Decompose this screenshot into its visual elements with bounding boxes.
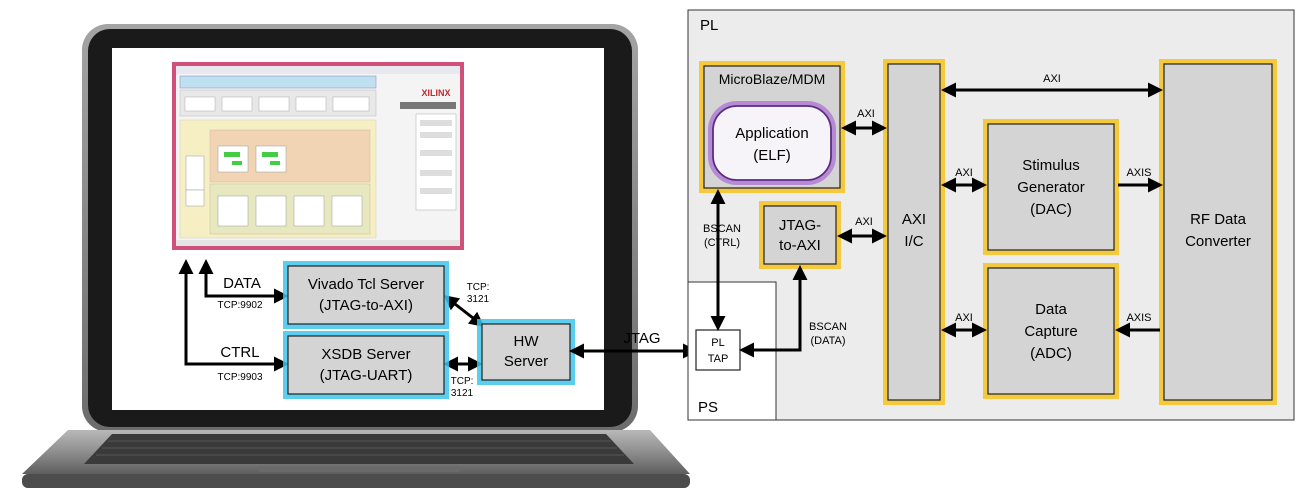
keyboard-keys — [96, 440, 624, 456]
pc-connectors — [178, 259, 485, 372]
tcp-bottom-line1: TCP: — [451, 376, 474, 387]
xsdb-line2: (JTAG-UART) — [320, 367, 413, 384]
bscan-ctrl-line1: BSCAN — [703, 223, 741, 235]
laptop-trackpad — [258, 466, 460, 472]
axi-jta-label: AXI — [855, 216, 873, 228]
tcp-top-line1: TCP: — [467, 282, 490, 293]
gui-screenshot: XILINX — [172, 62, 464, 250]
tcp-top-line2: 3121 — [467, 294, 490, 305]
gui-side-panel — [415, 113, 457, 211]
bscan-ctrl-line2: (CTRL) — [704, 237, 740, 249]
stim-line3: (DAC) — [1030, 201, 1072, 218]
gui-top-banner — [179, 75, 377, 89]
ctrl-label: CTRL — [220, 344, 259, 361]
app-line1: Application — [735, 125, 808, 142]
stim-line2: Generator — [1017, 179, 1085, 196]
hw-line2: Server — [504, 353, 548, 370]
axi-cap-label: AXI — [955, 312, 973, 324]
cap-line3: (ADC) — [1030, 345, 1072, 362]
axi-ic-line1: AXI — [902, 211, 926, 228]
xsdb-line1: XSDB Server — [321, 346, 410, 363]
jtag-axi-line2: to-AXI — [779, 237, 821, 254]
hw-line1: HW — [514, 333, 540, 350]
gui-statusbar — [176, 240, 460, 246]
data-label: DATA — [223, 275, 261, 292]
rf-line2: Converter — [1185, 233, 1251, 250]
gui-titlebar — [176, 66, 460, 74]
ctrl-port-label: TCP:9903 — [217, 372, 262, 383]
laptop-base-edge — [22, 474, 690, 488]
jtag-axi-line1: JTAG- — [779, 217, 821, 234]
ps-title: PS — [698, 399, 718, 416]
cap-line1: Data — [1035, 301, 1067, 318]
rf-data-converter-block: RF Data Converter — [1159, 59, 1277, 405]
pl-tap-line1: PL — [711, 337, 724, 349]
axi-stim-label: AXI — [955, 167, 973, 179]
axis-cap-label: AXIS — [1126, 312, 1151, 324]
rf-line1: RF Data — [1190, 211, 1247, 228]
laptop-keyboard — [84, 434, 634, 464]
vivado-tcl-server: Vivado Tcl Server (JTAG-to-AXI) — [283, 261, 449, 329]
axi-connectors — [837, 82, 1163, 338]
axi-top-label: AXI — [1043, 73, 1061, 85]
hw-server: HW Server — [477, 319, 575, 385]
axi-mb-label: AXI — [857, 108, 875, 120]
microblaze-block: MicroBlaze/MDM Application (ELF) — [699, 61, 845, 193]
stim-line1: Stimulus — [1022, 157, 1080, 174]
vivado-line1: Vivado Tcl Server — [308, 276, 424, 293]
bscan-data-line1: BSCAN — [809, 321, 847, 333]
bscan-data-line2: (DATA) — [810, 335, 845, 347]
data-capture-block: Data Capture (ADC) — [983, 263, 1119, 399]
microblaze-title: MicroBlaze/MDM — [719, 71, 826, 87]
gui-brand: XILINX — [421, 88, 450, 98]
vivado-line2: (JTAG-to-AXI) — [319, 297, 413, 314]
axi-interconnect-block: AXI I/C — [883, 59, 945, 405]
data-port-label: TCP:9902 — [217, 300, 262, 311]
app-line2: (ELF) — [753, 147, 791, 164]
pl-tap-block: PL TAP — [695, 329, 741, 371]
gui-side-header — [400, 102, 456, 109]
tcp-bottom-line2: 3121 — [451, 388, 474, 399]
application-elf-block — [712, 105, 832, 181]
bscan-connectors — [710, 189, 808, 358]
axis-stim-label: AXIS — [1126, 167, 1151, 179]
axi-ic-line2: I/C — [904, 233, 923, 250]
stimulus-generator-block: Stimulus Generator (DAC) — [983, 119, 1119, 255]
pl-title: PL — [700, 17, 718, 34]
jtag-to-axi-block: JTAG- to-AXI — [759, 201, 841, 269]
cap-line2: Capture — [1024, 323, 1077, 340]
jtag-label: JTAG — [623, 330, 660, 347]
xsdb-server: XSDB Server (JTAG-UART) — [283, 331, 449, 399]
pl-tap-line2: TAP — [708, 353, 729, 365]
